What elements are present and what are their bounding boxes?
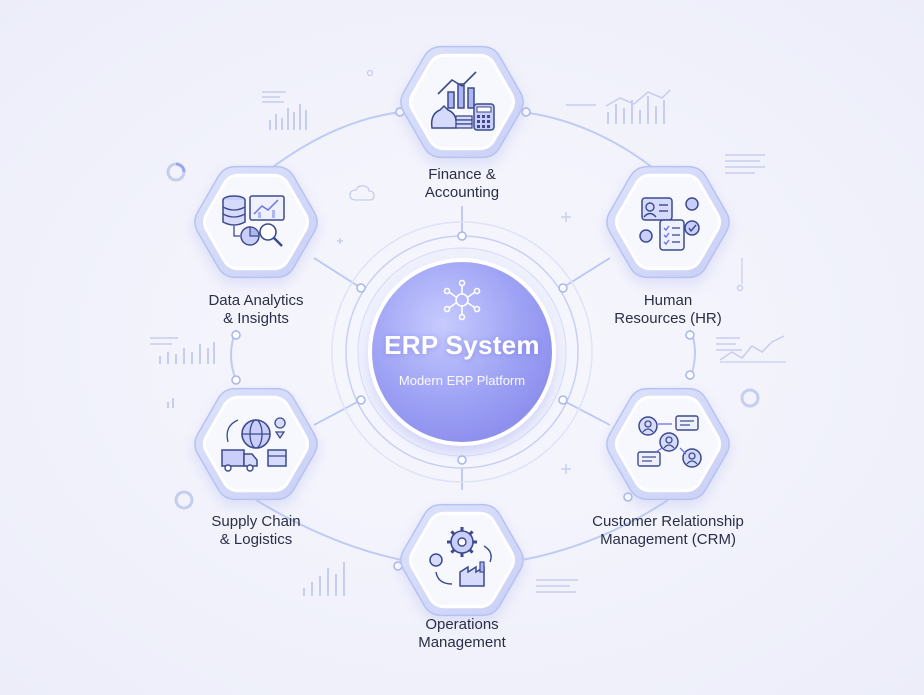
hub-title: ERP System	[384, 330, 540, 360]
module-label-finance[interactable]: Finance & Accounting	[382, 166, 542, 202]
decor-lines-icon	[150, 91, 765, 593]
module-label-line1: Operations	[425, 616, 499, 633]
hex-inner	[408, 511, 516, 609]
module-label-line1: Supply Chain	[211, 513, 301, 530]
module-label-supply-chain[interactable]: Supply Chain & Logistics	[176, 513, 336, 549]
people-chat-icon	[637, 415, 702, 468]
decor	[150, 69, 786, 596]
gears-factory-icon	[429, 527, 492, 587]
decor-bars2-icon	[605, 89, 671, 124]
network-hub-icon	[443, 279, 481, 321]
module-label-line2: Management	[418, 634, 506, 651]
globe-truck-box-icon	[221, 417, 287, 472]
module-label-crm[interactable]: Customer Relationship Management (CRM)	[568, 513, 768, 549]
decor-bars-icon	[269, 104, 307, 130]
module-hex-analytics[interactable]	[192, 165, 320, 286]
hex-inner	[202, 173, 310, 271]
module-label-line1: Human	[643, 292, 693, 309]
module-hex-operations[interactable]	[398, 503, 526, 624]
decor-cloud-icon	[349, 185, 375, 201]
module-label-line1: Finance &	[428, 166, 496, 183]
module-label-hr[interactable]: Human Resources (HR)	[588, 292, 748, 328]
hub	[331, 221, 593, 483]
decor-sparkline-icon	[719, 335, 785, 361]
module-label-operations[interactable]: Operations Management	[382, 616, 542, 652]
module-label-line2: Accounting	[424, 184, 500, 201]
module-label-data-analytics[interactable]: Data Analytics & Insights	[176, 292, 336, 328]
spokes	[313, 206, 611, 490]
profile-checklist-gears-icon	[639, 197, 700, 251]
module-hex-finance[interactable]	[398, 45, 526, 166]
module-label-line2: & Insights	[223, 310, 289, 327]
module-label-line2: & Logistics	[219, 531, 293, 548]
module-hex-hr[interactable]	[604, 165, 732, 286]
hub-subtitle: Modern ERP Platform	[398, 373, 526, 388]
database-chart-magnifier-icon	[222, 195, 285, 247]
decor-bars4-icon	[303, 562, 345, 596]
module-label-line1: Customer Relationship	[592, 513, 744, 530]
module-label-line2: Resources (HR)	[614, 310, 722, 327]
decor-bars3-icon	[159, 342, 215, 408]
module-label-line2: Management (CRM)	[600, 531, 736, 548]
module-label-line1: Data Analytics	[208, 292, 304, 309]
module-hex-crm[interactable]	[604, 387, 732, 508]
decor-sparkle-icon	[337, 212, 571, 474]
finance-chart-calculator-icon	[430, 71, 495, 131]
module-hex-supply[interactable]	[192, 387, 320, 508]
